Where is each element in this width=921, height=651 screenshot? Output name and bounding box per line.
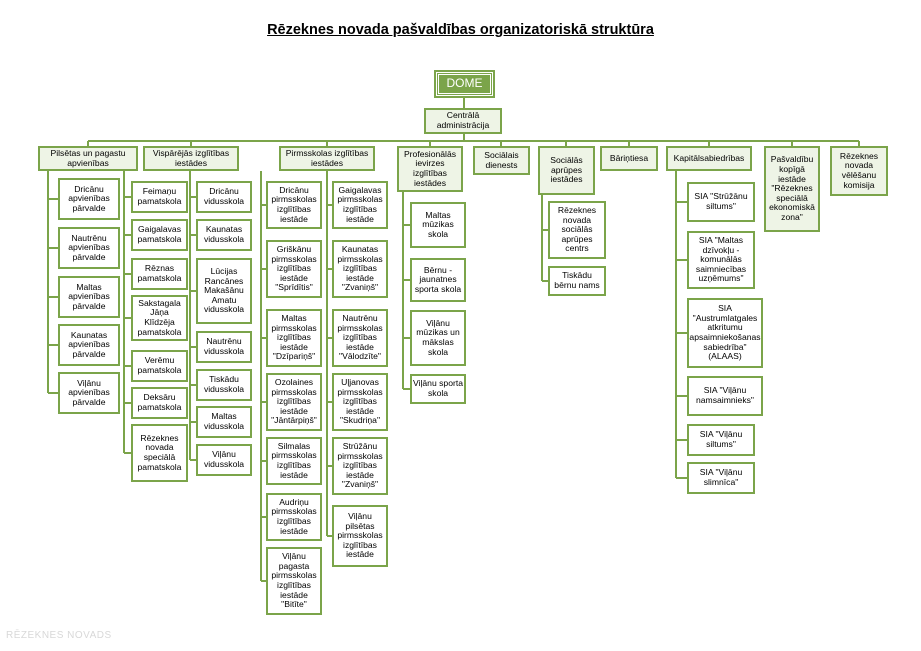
school-vilani-secondary[interactable]: Viļānu vidusskola [196, 444, 252, 476]
school-rezna[interactable]: Rēznas pamatskola [131, 258, 188, 290]
prof-youth-sports[interactable]: Bērnu - jaunatnes sporta skola [410, 258, 466, 302]
preschool-vilani-parish[interactable]: Viļānu pagasta pirmsskolas izglītības ie… [266, 547, 322, 615]
preschool-vilani-town[interactable]: Viļānu pilsētas pirmsskolas izglītības i… [332, 505, 388, 567]
school-tiskadi-secondary[interactable]: Tiskādu vidusskola [196, 369, 252, 401]
preschool-dricani[interactable]: Dricānu pirmsskolas izglītības iestāde [266, 181, 322, 229]
preschool-audrini[interactable]: Audriņu pirmsskolas izglītības iestāde [266, 493, 322, 541]
company-vilani-siltums[interactable]: SIA "Viļānu siltums" [687, 424, 755, 456]
company-malta-communal[interactable]: SIA "Maltas dzīvokļu - komunālās saimnie… [687, 231, 755, 289]
dome-box[interactable]: DOME [434, 70, 495, 98]
school-veremi[interactable]: Verēmu pamatskola [131, 350, 188, 382]
header-social-care[interactable]: Sociālās aprūpes iestādes [538, 146, 595, 195]
preschool-nautreni[interactable]: Nautrēnu pirmsskolas izglītības iestāde … [332, 309, 388, 367]
company-struzani-siltums[interactable]: SIA "Strūžānu siltums" [687, 182, 755, 222]
assoc-nautreni[interactable]: Nautrēnu apvienības pārvalde [58, 227, 120, 269]
admin-box[interactable]: Centrālā administrācija [424, 108, 502, 134]
assoc-dricani[interactable]: Dricānu apvienības pārvalde [58, 178, 120, 220]
header-professional[interactable]: Profesionālās ievirzes izglītības iestād… [397, 146, 463, 192]
care-social-centre[interactable]: Rēzeknes novada sociālās aprūpes centrs [548, 201, 606, 259]
school-feimani[interactable]: Feimaņu pamatskola [131, 181, 188, 213]
preschool-silmala[interactable]: Silmalas pirmsskolas izglītības iestāde [266, 437, 322, 485]
school-special[interactable]: Rēzeknes novada speciālā pamatskola [131, 424, 188, 482]
preschool-struzani[interactable]: Strūžānu pirmsskolas izglītības iestāde … [332, 437, 388, 495]
preschool-kaunata[interactable]: Kaunatas pirmsskolas izglītības iestāde … [332, 240, 388, 298]
school-dricani-secondary[interactable]: Dricānu vidusskola [196, 181, 252, 213]
preschool-malta[interactable]: Maltas pirmsskolas izglītības iestāde "D… [266, 309, 322, 367]
header-capital-companies[interactable]: Kapitālsabiedrības [666, 146, 752, 171]
header-preschool[interactable]: Pirmsskolas izglītības iestādes [279, 146, 375, 171]
school-makasani-secondary[interactable]: Lūcijas Rancānes Makašānu Amatu vidussko… [196, 258, 252, 324]
header-orphans-court[interactable]: Bāriņtiesa [600, 146, 658, 171]
preschool-gaigalava[interactable]: Gaigalavas pirmsskolas izglītības iestād… [332, 181, 388, 229]
prof-vilani-music-art[interactable]: Viļānu mūzikas un mākslas skola [410, 310, 466, 366]
assoc-vilani[interactable]: Viļānu apvienības pārvalde [58, 372, 120, 414]
company-alaas[interactable]: SIA "Austrumlatgales atkritumu apsaimnie… [687, 298, 763, 368]
prof-malta-music[interactable]: Maltas mūzikas skola [410, 202, 466, 248]
page-title: Rēzeknes novada pašvaldības organizatori… [267, 22, 654, 38]
company-vilani-namsaimnieks[interactable]: SIA "Viļānu namsaimnieks" [687, 376, 763, 416]
school-kaunata-secondary[interactable]: Kaunatas vidusskola [196, 219, 252, 251]
preschool-uljanova[interactable]: Uļjanovas pirmsskolas izglītības iestāde… [332, 373, 388, 431]
prof-vilani-sports[interactable]: Viļānu sporta skola [410, 374, 466, 404]
school-nautreni-secondary[interactable]: Nautrēnu vidusskola [196, 331, 252, 363]
preschool-griskani[interactable]: Griškānu pirmsskolas izglītības iestāde … [266, 240, 322, 298]
school-deksari[interactable]: Deksāru pamatskola [131, 387, 188, 419]
header-associations[interactable]: Pilsētas un pagastu apvienības [38, 146, 138, 171]
header-general-education[interactable]: Vispārējās izglītības iestādes [143, 146, 239, 171]
header-election-commission[interactable]: Rēzeknes novada vēlēšanu komisija [830, 146, 888, 196]
assoc-malta[interactable]: Maltas apvienības pārvalde [58, 276, 120, 318]
preschool-ozolaine[interactable]: Ozolaines pirmsskolas izglītības iestāde… [266, 373, 322, 431]
header-economic-zone[interactable]: Pašvaldību kopīgā iestāde "Rēzeknes spec… [764, 146, 820, 232]
company-vilani-hospital[interactable]: SIA "Viļānu slimnīca" [687, 462, 755, 494]
care-tiskadi-orphanage[interactable]: Tiskādu bērnu nams [548, 266, 606, 296]
assoc-kaunata[interactable]: Kaunatas apvienības pārvalde [58, 324, 120, 366]
header-social-service[interactable]: Sociālais dienests [473, 146, 530, 175]
school-gaigalava[interactable]: Gaigalavas pamatskola [131, 219, 188, 251]
watermark-logo: RĒZEKNES NOVADS [6, 630, 112, 641]
school-malta-secondary[interactable]: Maltas vidusskola [196, 406, 252, 438]
school-sakstagals[interactable]: Sakstagala Jāņa Klīdzēja pamatskola [131, 295, 188, 341]
